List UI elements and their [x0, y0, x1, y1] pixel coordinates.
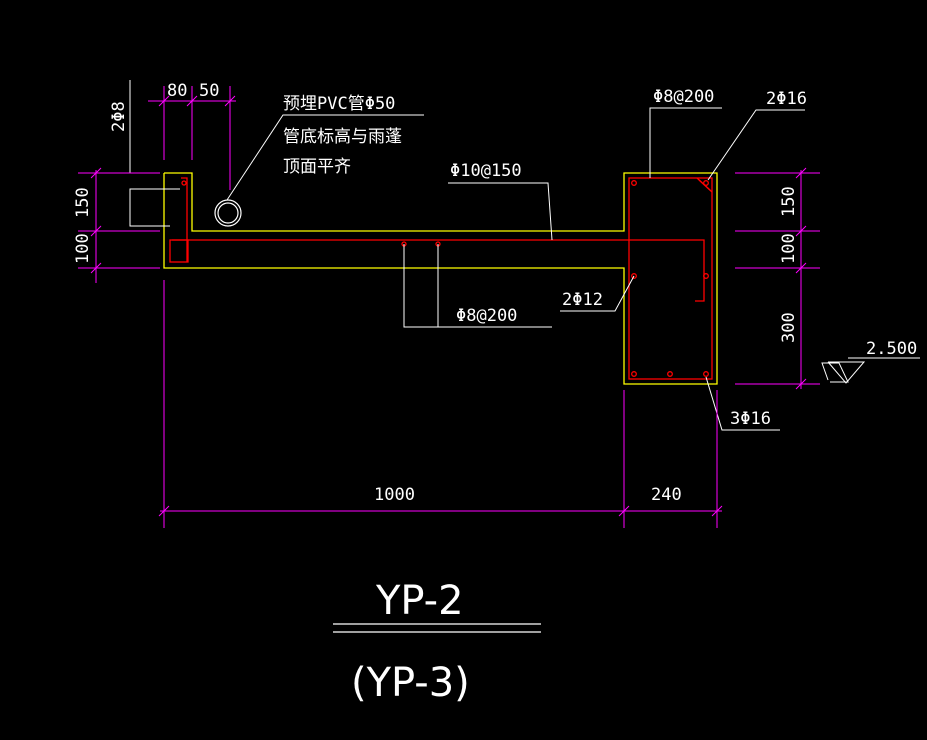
dim-bottom-1000: 1000	[374, 485, 415, 505]
beam-side-rebar-label: 2Φ12	[562, 290, 603, 310]
bar-dot	[667, 371, 673, 377]
concrete-outline	[163, 172, 718, 385]
bar-dot	[631, 180, 637, 186]
beam-top-rebar-label: 2Φ16	[766, 89, 807, 109]
pipe-note-line3: 顶面平齐	[283, 157, 351, 177]
top-left-rebar-label: 2Φ8	[109, 101, 129, 132]
dimension-lines	[78, 86, 820, 528]
dim-bottom-240: 240	[651, 485, 682, 505]
drawing-subtitle: (YP-3)	[351, 660, 470, 706]
bar-dot	[631, 273, 637, 279]
beam-bottom-rebar-label: 3Φ16	[730, 409, 771, 429]
bar-dot	[703, 371, 709, 377]
rebar	[169, 177, 713, 380]
dim-top-80: 80	[167, 81, 187, 101]
drawing-title: YP-2	[375, 578, 464, 624]
dim-left-150: 150	[73, 187, 93, 218]
bar-dot	[703, 180, 709, 186]
dim-right-100: 100	[779, 233, 799, 264]
slab-and-upturn-outline	[163, 172, 718, 385]
upturn-end-box	[169, 239, 189, 263]
bar-dot	[703, 273, 709, 279]
elevation-label: 2.500	[866, 339, 917, 359]
slab-dist-rebar-label: Φ8@200	[456, 306, 517, 326]
upturn-hook-bar	[181, 177, 188, 262]
pipe-note-line2: 管底标高与雨蓬	[283, 127, 402, 147]
pipe-note-line1: 预埋PVC管Φ50	[283, 94, 395, 114]
beam-stirrup-label: Φ8@200	[653, 87, 714, 107]
dim-right-300: 300	[779, 312, 799, 343]
beam-stirrup	[628, 177, 713, 380]
pvc-pipe	[214, 199, 242, 227]
slab-top-bar	[172, 239, 705, 302]
dim-top-50: 50	[199, 81, 219, 101]
leader-lines	[129, 80, 920, 431]
dim-left-100: 100	[73, 233, 93, 264]
bar-dot	[631, 371, 637, 377]
bar-dot	[181, 180, 187, 186]
stirrup-hook-2	[698, 179, 713, 193]
dim-right-150: 150	[779, 186, 799, 217]
slab-top-rebar-label: Φ10@150	[450, 161, 522, 181]
